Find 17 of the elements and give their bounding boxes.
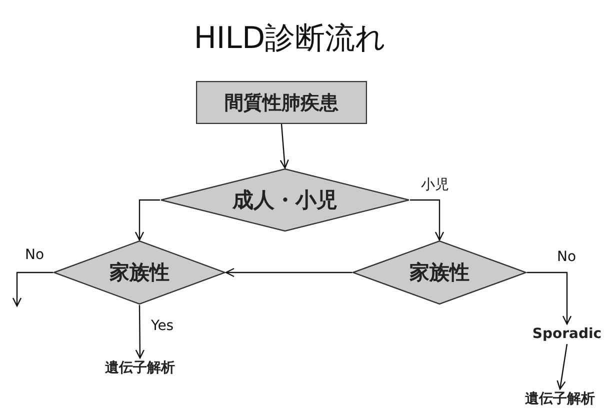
arrow [527,272,572,325]
decision-diamond: 家族性 [53,240,226,305]
process-box: 間質性肺疾患 [196,81,367,124]
arrow [280,124,289,169]
title: HILD診断流れ [192,20,388,58]
decision-diamond: 成人・小児 [160,168,410,232]
arrow [12,272,53,307]
arrow [556,344,568,390]
arrow [225,268,352,278]
arrow [410,199,444,241]
edge-label: 小児 [420,176,450,194]
decision-diamond: 家族性 [352,240,527,305]
arrow [134,199,160,241]
result-text: 遺伝子解析 [516,389,604,409]
arrow [135,305,145,359]
result-text: 遺伝子解析 [92,358,188,378]
result-text: Sporadic [530,324,604,344]
